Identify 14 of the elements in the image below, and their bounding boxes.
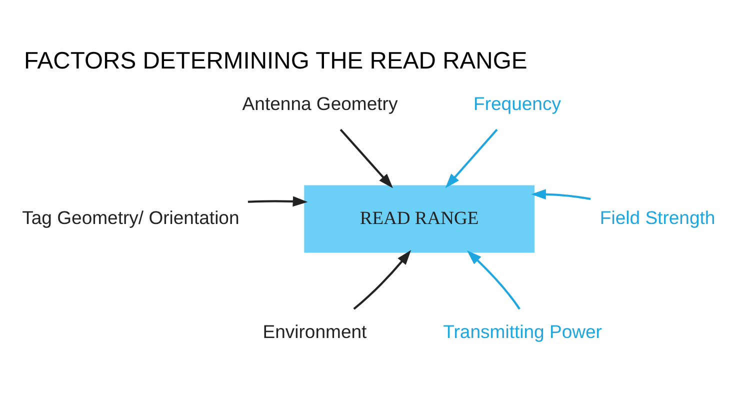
arrow	[466, 250, 520, 310]
diagram-title: FACTORS DETERMINING THE READ RANGE	[24, 47, 528, 74]
node-text: Antenna Geometry	[242, 92, 398, 114]
node-text: Field Strength	[600, 206, 716, 228]
node-text: Tag Geometry/ Orientation	[22, 206, 240, 228]
arrow	[340, 128, 393, 188]
node-text: Environment	[262, 320, 367, 342]
node-box: READ RANGE	[304, 184, 534, 252]
arrow	[248, 196, 308, 206]
node-text: Transmitting Power	[443, 320, 602, 342]
arrow	[353, 250, 412, 310]
node-text: Frequency	[474, 92, 562, 114]
arrow	[445, 128, 498, 188]
arrow	[531, 188, 591, 200]
